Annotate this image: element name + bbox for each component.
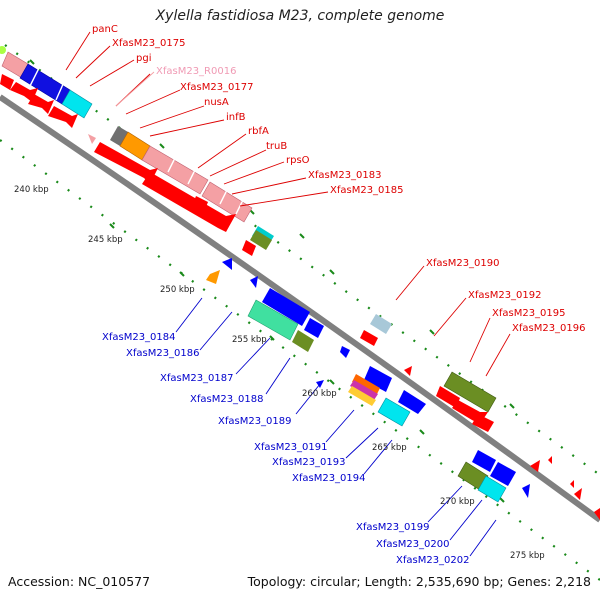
gene-label: XfasM23_0195 <box>492 308 566 319</box>
gene-label: XfasM23_0202 <box>396 555 470 566</box>
gene-label: XfasM23_0186 <box>126 348 200 359</box>
gene-label: XfasM23_R0016 <box>156 66 236 77</box>
gene-label: XfasM23_0188 <box>190 394 264 405</box>
gc-track-inner <box>0 139 600 581</box>
gene-label: truB <box>266 141 287 152</box>
gene-label: XfasM23_0196 <box>512 323 586 334</box>
tick-label: 270 kbp <box>440 497 475 507</box>
cog-track-forward <box>1 51 507 503</box>
cds-forward-arrows <box>0 74 600 520</box>
gene-label: infB <box>226 112 246 123</box>
leader-lines-reverse <box>175 297 497 557</box>
forward-gene-labels: panC XfasM23_0175 pgi XfasM23_R0016 Xfas… <box>92 24 586 334</box>
gene-label: nusA <box>204 97 229 108</box>
gene-label: rpsO <box>286 155 310 166</box>
leader-line-rna <box>115 71 155 107</box>
gene-label: panC <box>92 24 118 35</box>
genome-backbone <box>0 94 600 523</box>
gene-label: XfasM23_0191 <box>254 442 328 453</box>
tick-label: 245 kbp <box>88 235 123 245</box>
gc-ticks <box>29 59 515 503</box>
gene-label: XfasM23_0177 <box>180 82 254 93</box>
gene-label: XfasM23_0175 <box>112 38 186 49</box>
origin-marker <box>0 46 6 54</box>
gene-label: XfasM23_0200 <box>376 539 450 550</box>
gene-label: pgi <box>136 53 151 64</box>
gene-label: XfasM23_0189 <box>218 416 292 427</box>
gene-label: XfasM23_0183 <box>308 170 382 181</box>
gene-label: XfasM23_0193 <box>272 457 346 468</box>
accession-label: Accession: NC_010577 <box>8 574 151 589</box>
gene-label: XfasM23_0192 <box>468 290 542 301</box>
gene-label: rbfA <box>248 126 269 137</box>
tick-label: 250 kbp <box>160 285 195 295</box>
gene-label: XfasM23_0187 <box>160 373 234 384</box>
topology-label: Topology: circular; Length: 2,535,690 bp… <box>247 574 591 589</box>
gene-label: XfasM23_0185 <box>330 185 404 196</box>
gc-track-outer <box>4 44 600 476</box>
tick-labels: 240 kbp 245 kbp 250 kbp 255 kbp 260 kbp … <box>14 185 545 561</box>
tick-label: 240 kbp <box>14 185 49 195</box>
gene-label: XfasM23_0190 <box>426 258 500 269</box>
tick-label: 275 kbp <box>510 551 545 561</box>
gene-label: XfasM23_0194 <box>292 473 366 484</box>
gene-label: XfasM23_0184 <box>102 332 176 343</box>
tick-label: 260 kbp <box>302 389 337 399</box>
tick-label: 265 kbp <box>372 443 407 453</box>
tick-label: 255 kbp <box>232 335 267 345</box>
map-title: Xylella fastidiosa M23, complete genome <box>155 8 445 24</box>
reverse-gene-labels: XfasM23_0184 XfasM23_0186 XfasM23_0187 X… <box>102 332 470 566</box>
leader-lines-forward <box>65 31 511 377</box>
cds-reverse-arrows <box>206 258 530 498</box>
gene-label: XfasM23_0199 <box>356 522 430 533</box>
